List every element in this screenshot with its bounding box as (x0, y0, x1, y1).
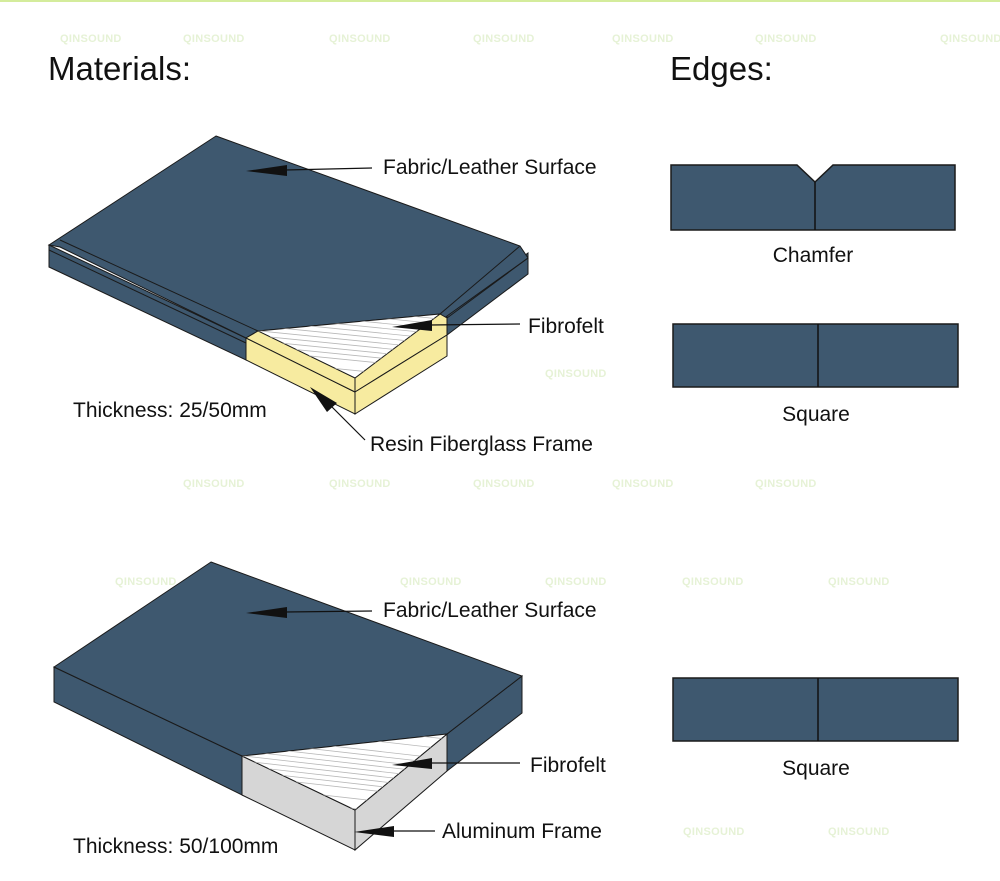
chamfer-label: Chamfer (772, 244, 854, 267)
frame-label-1: Resin Fiberglass Frame (370, 433, 593, 456)
watermark: QINSOUND (60, 33, 122, 45)
thickness-label-1: Thickness: 25/50mm (73, 399, 267, 422)
surface-label-2: Fabric/Leather Surface (383, 599, 597, 622)
watermark: QINSOUND (755, 33, 817, 45)
watermark: QINSOUND (828, 826, 890, 838)
watermark: QINSOUND (183, 478, 245, 490)
thickness-label-2: Thickness: 50/100mm (73, 835, 279, 858)
watermark: QINSOUND (683, 826, 745, 838)
square-label-2: Square (782, 757, 850, 780)
arrow-fibrofelt-2 (392, 758, 520, 769)
watermark: QINSOUND (473, 33, 535, 45)
arrow-frame-1 (310, 387, 366, 441)
materials-heading: Materials: (48, 50, 192, 87)
watermark: QINSOUND (545, 368, 607, 380)
watermark: QINSOUND (183, 33, 245, 45)
watermark: QINSOUND (473, 478, 535, 490)
aluminum-panel-drawing (52, 561, 524, 852)
arrow-frame-2 (354, 826, 435, 837)
watermark: QINSOUND (400, 576, 462, 588)
square-label-1: Square (782, 403, 850, 426)
watermark: QINSOUND (682, 576, 744, 588)
square-edge-drawing-2 (672, 677, 959, 742)
watermark: QINSOUND (612, 33, 674, 45)
square-edge-drawing-1 (672, 323, 959, 388)
watermark: QINSOUND (545, 576, 607, 588)
watermark: QINSOUND (940, 33, 1000, 45)
watermark: QINSOUND (755, 478, 817, 490)
arrow-surface-2 (246, 607, 373, 618)
top-accent-bar (0, 0, 1000, 2)
frame-label-2: Aluminum Frame (442, 820, 602, 843)
fibrofelt-label-2: Fibrofelt (530, 754, 606, 777)
watermark: QINSOUND (612, 478, 674, 490)
arrow-surface-1 (246, 165, 373, 176)
watermark: QINSOUND (828, 576, 890, 588)
fibrofelt-label-1: Fibrofelt (528, 315, 604, 338)
surface-label-1: Fabric/Leather Surface (383, 156, 597, 179)
watermark: QINSOUND (329, 33, 391, 45)
edges-heading: Edges: (670, 50, 773, 87)
resin-panel-drawing (47, 135, 529, 441)
chamfer-edge-drawing (670, 164, 956, 231)
watermark: QINSOUND (115, 576, 177, 588)
watermark: QINSOUND (329, 478, 391, 490)
arrow-fibrofelt-1 (392, 320, 521, 331)
